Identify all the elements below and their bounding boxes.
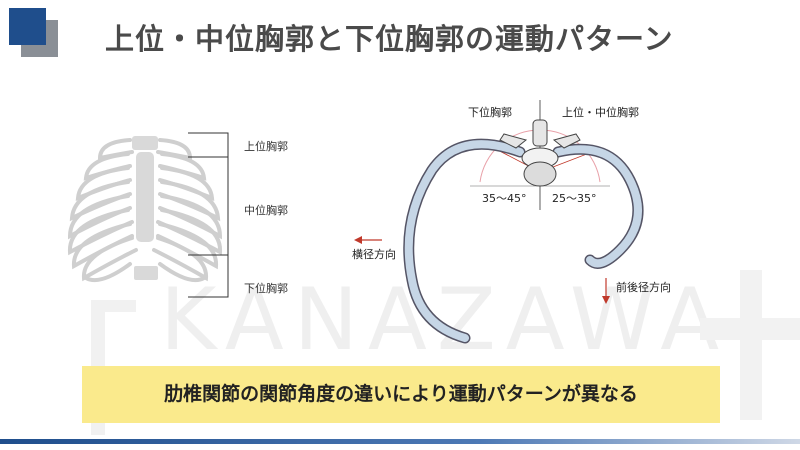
ribcage-illustration (67, 136, 223, 283)
watermark-plus (700, 270, 800, 420)
ribcage-brackets (188, 132, 229, 298)
slide-title: 上位・中位胸郭と下位胸郭の運動パターン (105, 22, 674, 56)
label-diagram-upper-middle: 上位・中位胸郭 (562, 106, 639, 119)
rib-motion-diagram (354, 100, 644, 344)
vertebra (499, 119, 581, 187)
summary-banner (82, 366, 720, 423)
angle-right-label: 25～35° (552, 192, 597, 205)
label-lower-thorax: 下位胸郭 (244, 282, 288, 295)
label-upper-thorax: 上位胸郭 (244, 140, 288, 153)
lateral-direction-label: 横径方向 (352, 248, 396, 261)
summary-text: 肋椎関節の関節角度の違いにより運動パターンが異なる (164, 383, 638, 405)
title-accent-square (9, 8, 46, 45)
label-diagram-lower: 下位胸郭 (468, 106, 512, 119)
bottom-accent-bar (0, 439, 800, 444)
label-middle-thorax: 中位胸郭 (244, 204, 288, 217)
ap-direction-label: 前後径方向 (616, 281, 671, 294)
angle-left-label: 35～45° (482, 192, 527, 205)
